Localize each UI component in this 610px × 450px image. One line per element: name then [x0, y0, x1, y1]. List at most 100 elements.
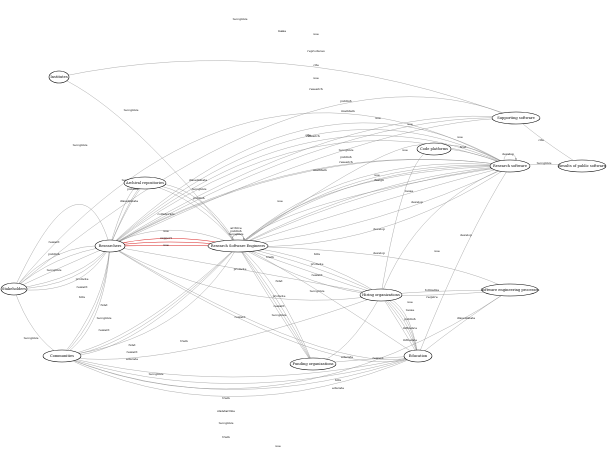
edge-label: develop	[373, 251, 385, 255]
edge: collaborate	[109, 212, 239, 247]
edge-label: publish	[230, 229, 241, 233]
edge-label: use	[275, 444, 280, 448]
edge: use	[237, 165, 511, 247]
edge: recognize	[58, 76, 239, 247]
node-supporting[interactable]: Supporting software	[491, 111, 541, 125]
edge: use	[13, 32, 517, 290]
edge: recognize	[61, 355, 419, 425]
edge-label: develop	[373, 227, 385, 231]
edge: standardize	[61, 355, 419, 413]
node-ellipse[interactable]	[48, 70, 70, 84]
edge-line	[61, 355, 419, 397]
edge-line	[109, 129, 511, 247]
edge-line	[61, 245, 239, 357]
node-funding-orgs[interactable]: Funding organizations	[289, 357, 337, 371]
edge-line	[13, 245, 111, 290]
edge-line	[237, 163, 511, 247]
edge-label: reuse	[406, 308, 415, 312]
edge: develop	[502, 152, 517, 161]
edge-label: use	[374, 173, 379, 177]
edge: reproduces	[109, 49, 511, 247]
edge-label: fund	[129, 343, 136, 347]
node-ellipse[interactable]	[0, 282, 28, 296]
edge: hire	[13, 245, 111, 299]
edge-label: recognize	[47, 268, 62, 272]
edge-label: reward	[99, 328, 110, 332]
edge-label: host	[460, 145, 467, 149]
node-code-platforms[interactable]: Code platforms	[416, 142, 452, 156]
edge: recognize	[237, 148, 511, 247]
edge-line	[109, 115, 517, 247]
edge-label: archive	[230, 226, 241, 230]
node-ellipse[interactable]	[481, 283, 539, 297]
edge-label: recognize	[219, 421, 234, 425]
node-institutes[interactable]: Institutes	[48, 70, 70, 84]
edge-label: standardize	[217, 409, 235, 413]
node-label: Code platforms	[420, 147, 448, 151]
node-archival[interactable]: Archival repositories	[123, 176, 167, 190]
edge-line	[58, 76, 239, 247]
node-researchers[interactable]: Researchers	[94, 239, 126, 253]
node-ellipse[interactable]	[403, 349, 433, 363]
node-ellipse[interactable]	[289, 357, 337, 371]
node-stakeholders[interactable]: Stakeholders	[0, 282, 28, 296]
edge-label: disseminate	[189, 178, 207, 182]
edge: fund	[237, 245, 314, 365]
edge-line	[503, 153, 517, 161]
node-rse[interactable]: Research Software Engineers	[207, 239, 269, 253]
edge-line	[417, 165, 511, 357]
node-hiring[interactable]: Hiring organizations	[359, 288, 403, 302]
edge-line	[237, 165, 511, 247]
edge-label: use	[407, 300, 412, 304]
edge-label: influence	[403, 338, 417, 342]
edge-label: research	[306, 134, 319, 138]
node-ellipse[interactable]	[489, 159, 531, 173]
edge: maintain	[109, 109, 517, 247]
edge-line	[109, 135, 511, 247]
edge-label: publish	[193, 196, 204, 200]
edge-label: reward	[49, 240, 60, 244]
edge: fund	[61, 245, 239, 357]
edge-line	[417, 289, 511, 357]
edge-label: recognize	[124, 108, 139, 112]
edge-label: reproduces	[307, 49, 325, 53]
node-se-processes[interactable]: Software engineering processes	[481, 283, 540, 297]
node-ellipse[interactable]	[359, 288, 403, 302]
edge: cite	[109, 63, 511, 247]
edge-line	[13, 245, 111, 290]
edge-label: use	[313, 32, 318, 36]
edge-label: use	[313, 76, 318, 80]
node-funders[interactable]: Funders	[6, 297, 21, 301]
edge: reward	[13, 245, 111, 290]
edge-line	[109, 245, 419, 360]
edge-label: reward	[373, 356, 384, 360]
edge-label: use	[277, 199, 282, 203]
node-ellipse[interactable]	[42, 349, 82, 363]
edge-label: publish	[48, 252, 59, 256]
node-label: Supporting software	[497, 116, 534, 120]
node-ellipse[interactable]	[123, 176, 167, 190]
node-label: Research software	[493, 164, 527, 168]
edge-line	[237, 165, 511, 247]
node-ellipse[interactable]	[416, 142, 452, 156]
edge-label: recognize	[272, 313, 287, 317]
node-results[interactable]: Results of public software	[557, 159, 607, 173]
node-ellipse[interactable]	[491, 111, 541, 125]
node-ellipse[interactable]	[557, 159, 607, 173]
node-education[interactable]: Education	[403, 349, 433, 363]
node-research-software[interactable]: Research software	[489, 159, 531, 173]
node-ellipse[interactable]	[207, 239, 269, 253]
edge-label: recognize	[537, 161, 552, 165]
edge-line	[13, 112, 511, 290]
edge-line	[515, 117, 583, 167]
edge: research	[109, 134, 511, 247]
node-label: Results of public software	[558, 164, 605, 168]
nodes-layer: Stakeholders Researchers InstitutesFunders…	[0, 70, 607, 371]
edge-line	[61, 245, 239, 357]
edge: reward	[61, 245, 111, 357]
node-ellipse[interactable]	[94, 239, 126, 253]
node-communities[interactable]: Communities	[42, 349, 82, 363]
edge-line	[58, 60, 517, 119]
node-label: Institutes	[50, 75, 68, 79]
